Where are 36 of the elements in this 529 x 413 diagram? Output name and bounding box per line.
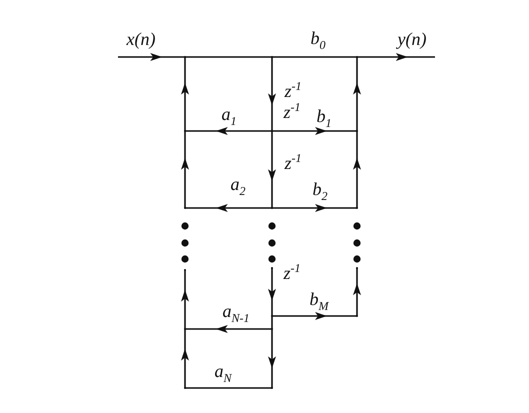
signal-line xyxy=(272,56,357,58)
signal-arrow xyxy=(181,270,189,329)
signal-arrow xyxy=(185,325,272,333)
signal-arrow xyxy=(272,127,357,135)
signal-arrow xyxy=(185,204,272,212)
signal-arrow xyxy=(185,127,272,135)
coefficient-label: z$^{-1}$ xyxy=(284,152,302,172)
signal-arrow xyxy=(181,57,189,131)
coefficient-label: a$_{1}$ xyxy=(222,105,236,127)
coefficient-label: z$^{-1}$ xyxy=(284,262,300,282)
coefficient-label: b$_{2}$ xyxy=(312,180,328,202)
signal-name: y(n) xyxy=(395,30,428,48)
signal-arrow xyxy=(268,57,276,131)
signal-arrow xyxy=(353,57,361,131)
signal-arrow xyxy=(181,131,189,208)
signal-arrow xyxy=(357,53,435,61)
signal-arrow xyxy=(268,329,276,388)
coefficient-label: z$^{-1}$ xyxy=(284,80,302,100)
coefficient-label: b$_{0}$ xyxy=(310,29,326,51)
delay-label: z$^{-1}$ xyxy=(284,101,300,121)
coefficient-label: b$_{M}$ xyxy=(310,290,328,312)
signal-arrow xyxy=(181,329,189,388)
coefficient-label: a$_{N}$ xyxy=(214,362,232,384)
signal-line xyxy=(271,316,273,329)
signal-line xyxy=(185,56,272,58)
signal-name: x(n) xyxy=(125,30,156,48)
coefficient-label: b$_{1}$ xyxy=(316,107,332,129)
signal-arrow xyxy=(272,204,357,212)
signal-arrow xyxy=(353,268,361,316)
signal-arrow xyxy=(272,312,357,320)
coefficient-label: a$_{N-1}$ xyxy=(222,302,250,324)
signal-arrow xyxy=(268,131,276,208)
signal-arrow xyxy=(353,131,361,208)
signal-line xyxy=(185,387,272,389)
signal-arrow xyxy=(118,53,185,61)
coefficient-label: a$_{2}$ xyxy=(230,175,246,197)
